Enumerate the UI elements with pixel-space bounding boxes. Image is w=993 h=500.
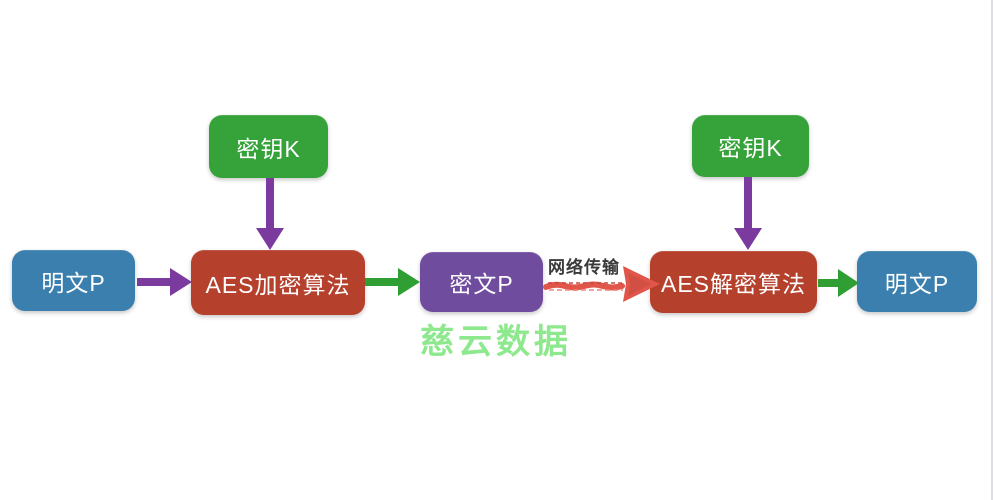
arrow-head [838,269,859,297]
arrow-head-texture [628,273,651,296]
node-key-left: 密钥K [209,115,328,178]
arrow-keyright-to-decrypt [734,177,762,250]
arrow-shaft [137,278,173,286]
node-ciphertext: 密文P [420,252,543,312]
arrow-head [256,228,284,250]
node-plaintext-right: 明文P [857,251,977,312]
arrow-shaft [365,278,401,286]
image-right-border [991,0,993,500]
arrow-head [734,228,762,250]
arrow-plaintext-to-encrypt [137,268,192,296]
node-aes-decrypt-label: AES解密算法 [660,271,807,297]
node-key-left-label: 密钥K [236,135,301,162]
node-key-right-label: 密钥K [718,135,783,161]
arrow-shaft [543,281,625,291]
node-key-right: 密钥K [692,115,809,177]
node-plaintext-left: 明文P [12,250,135,311]
arrow-head [398,268,420,296]
arrow-encrypt-to-ciphertext [365,268,420,296]
arrow-shaft [266,178,274,230]
arrow-shaft [744,177,752,230]
node-aes-decrypt: AES解密算法 [650,251,817,313]
arrow-head [170,268,192,296]
node-plaintext-right-label: 明文P [884,270,950,297]
node-plaintext-left-label: 明文P [41,269,106,296]
arrow-keyleft-to-encrypt [256,178,284,250]
node-aes-encrypt-label: AES加密算法 [205,271,351,298]
watermark-text: 慈云数据 [420,323,572,361]
node-ciphertext-label: 密文P [449,271,514,297]
node-aes-encrypt: AES加密算法 [191,250,365,315]
network-transfer-label: 网络传输 [548,258,620,277]
arrow-shaft [818,279,842,287]
arrow-decrypt-to-plaintext [818,269,859,297]
